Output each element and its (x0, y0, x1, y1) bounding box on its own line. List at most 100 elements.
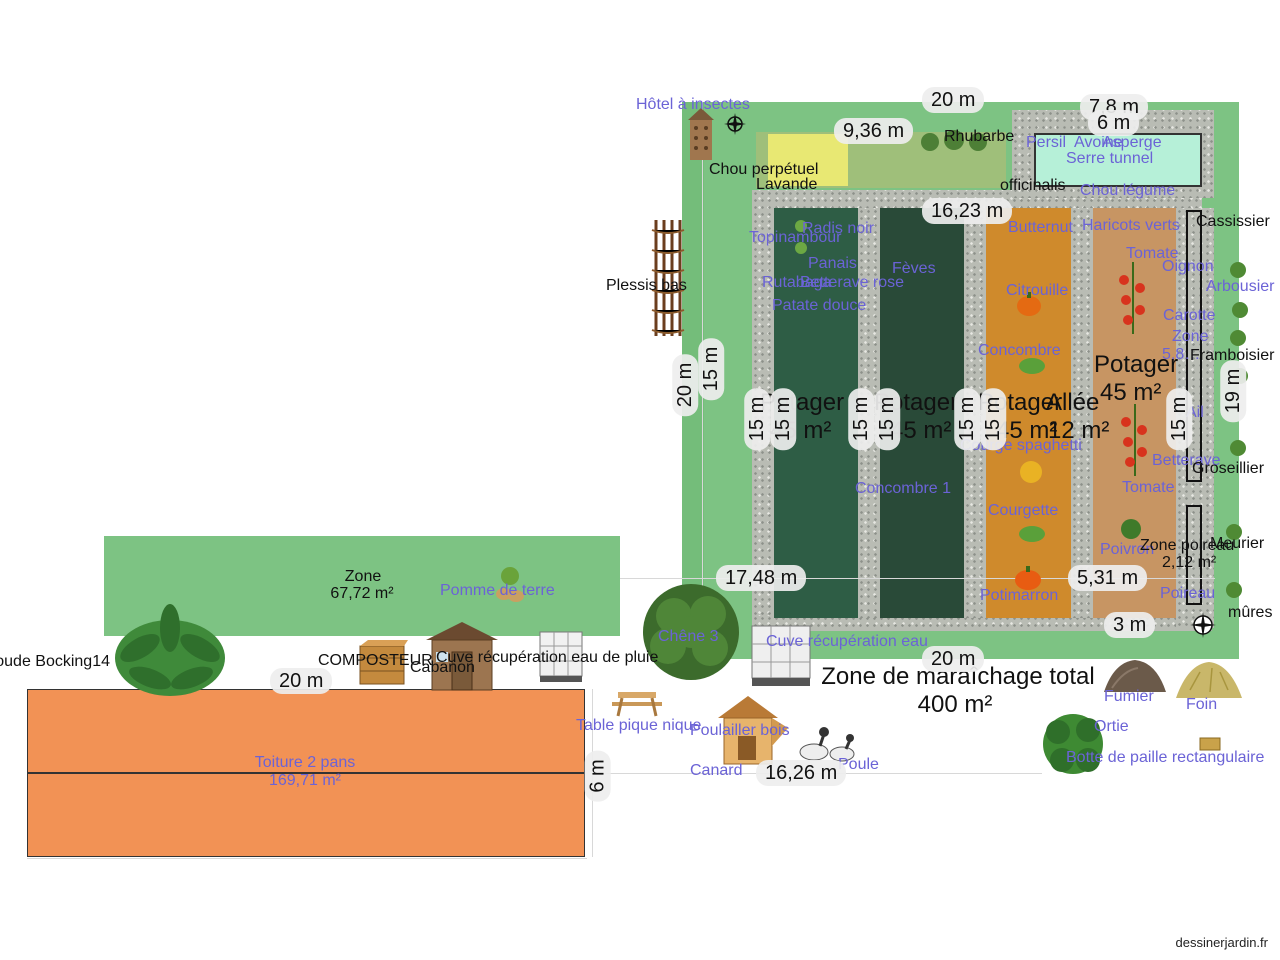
label-persil: Persil (1026, 134, 1067, 151)
dimline-bottom (620, 578, 1215, 579)
dim-roof-6[interactable]: 6 m (584, 750, 611, 802)
straw-bale-icon[interactable] (1199, 737, 1221, 751)
manure-icon[interactable] (1104, 658, 1166, 692)
label-poule: Poule (838, 756, 879, 773)
tree-icon[interactable] (638, 580, 744, 684)
dim-bottom-3[interactable]: 3 m (1104, 612, 1156, 638)
bench-icon[interactable] (612, 684, 662, 718)
label-mures: mûres (1228, 604, 1273, 621)
label-chou-perpetuel: Chou perpétuel (709, 161, 819, 178)
dim-v15-3[interactable]: 15 m (848, 387, 875, 451)
dim-v15-6[interactable]: 15 m (980, 387, 1007, 451)
plant-icon[interactable] (1226, 258, 1252, 468)
dim-duck-16-26[interactable]: 16,26 m (756, 760, 847, 786)
tomato-icon[interactable] (1110, 262, 1156, 334)
tank-icon[interactable] (538, 628, 584, 684)
allee-name: Allée (1046, 389, 1100, 416)
label-betterave-rose: Betterave rose (800, 274, 905, 291)
label-cuve-pluie: Cuve récupération eau de pluie (436, 649, 659, 666)
maraichage-area: 400 m² (917, 691, 993, 718)
coop-icon[interactable] (718, 696, 788, 768)
label-zone5-name: Zone (1172, 328, 1209, 345)
dim-right-19[interactable]: 19 m (1220, 359, 1247, 423)
label-compost: COMPOSTEUR (318, 652, 433, 669)
dim-bottom-5-31[interactable]: 5,31 m (1068, 565, 1148, 591)
fence-icon[interactable] (651, 220, 685, 336)
allee-area: 12 m² (1048, 417, 1110, 444)
zone-left[interactable] (104, 536, 620, 636)
dim-v15-7[interactable]: 15 m (1166, 387, 1193, 451)
gravel-path-bottom[interactable] (752, 615, 1212, 631)
label-framboisier: Framboisier (1190, 347, 1275, 364)
label-cuve-eau: Cuve récupération eau (766, 633, 928, 650)
label-table: Table pique nique (576, 717, 702, 734)
dim-top-6[interactable]: 6 m (1088, 110, 1140, 136)
dim-bottom-17-48[interactable]: 17,48 m (716, 565, 807, 591)
herb-yellow[interactable] (768, 134, 848, 186)
label-paille: Botte de paille rectangulaire (1066, 749, 1265, 766)
tank-icon-2[interactable] (750, 622, 812, 688)
zone-poireau[interactable] (1186, 505, 1202, 605)
dim-left-15[interactable]: 15 m (698, 337, 725, 401)
roof-name: Toiture 2 pans (254, 754, 356, 771)
roof-ridge (27, 772, 585, 774)
dim-mid-16-23[interactable]: 16,23 m (922, 198, 1013, 224)
gravel-path-right[interactable] (1176, 208, 1214, 628)
label-oignon: Oignon (1162, 258, 1214, 275)
squash-icon[interactable] (1018, 458, 1044, 484)
hay-icon[interactable] (1176, 660, 1242, 698)
dim-roof-20[interactable]: 20 m (270, 668, 333, 694)
nettle-icon[interactable] (1038, 706, 1108, 780)
plant-icon-5[interactable] (1018, 524, 1046, 544)
serre-tunnel[interactable] (1034, 133, 1202, 187)
dim-v15-2[interactable]: 15 m (770, 387, 797, 451)
label-cassissier: Cassissier (1196, 213, 1270, 230)
footer-brand[interactable]: dessinerjardin.fr (1175, 935, 1269, 950)
tomato-icon-2[interactable] (1112, 404, 1158, 476)
dim-v15-5[interactable]: 15 m (954, 387, 981, 451)
label-topinambour: Topinambour (749, 229, 842, 246)
plant-icon-3[interactable] (1118, 516, 1144, 542)
shed-icon[interactable] (426, 622, 498, 691)
label-poulailler: Poulailler bois (690, 722, 790, 739)
label-fumier: Fumier (1104, 688, 1154, 705)
label-cabanon: Cabanon (410, 659, 475, 676)
insect-hotel-icon[interactable] (688, 108, 714, 160)
label-tomate1: Tomate (1126, 245, 1179, 262)
label-chou-legume: Chou légume (1080, 182, 1176, 199)
label-zone5-area: 5,8… (1162, 346, 1201, 363)
plant-icon-4[interactable] (1018, 356, 1046, 376)
label-groseillier: Groseillier (1192, 460, 1265, 477)
plant-icon-6[interactable] (792, 218, 810, 258)
dim-top-9-36[interactable]: 9,36 m (834, 118, 914, 144)
dim-bottom-20[interactable]: 20 m (922, 646, 985, 672)
serre-label: Serre tunnel (1066, 150, 1154, 167)
label-feves: Fèves (892, 260, 936, 277)
label-chene: Chêne 3 (658, 628, 719, 645)
pumpkin-icon[interactable] (1016, 292, 1042, 316)
plant-icon-2[interactable] (1222, 520, 1246, 610)
pumpkin-icon-2[interactable] (1014, 566, 1042, 590)
crate-icon[interactable] (358, 638, 408, 686)
label-concombre: Concombre (978, 342, 1061, 359)
label-foin: Foin (1186, 696, 1218, 713)
gravel-path-mid3[interactable] (1071, 208, 1093, 618)
label-poireau: Poireau (1160, 585, 1216, 602)
label-radis: Radis noir (802, 220, 875, 237)
label-plessis: Plessis bas (606, 277, 687, 294)
dim-v15-1[interactable]: 15 m (744, 387, 771, 451)
dim-v15-4[interactable]: 15 m (874, 387, 901, 451)
label-betterave: Betterave (1152, 452, 1221, 469)
potato-icon[interactable] (492, 566, 528, 604)
label-rhubarbe: Rhubarbe (944, 128, 1015, 145)
compass-icon-2[interactable] (1190, 612, 1216, 638)
dim-left-20[interactable]: 20 m (672, 353, 699, 417)
roof-area: 169,71 m² (268, 772, 342, 789)
label-patate: Patate douce (772, 297, 867, 314)
shrub-icon[interactable] (110, 598, 230, 702)
compass-icon[interactable] (724, 113, 746, 135)
plant-icon-7[interactable] (920, 128, 990, 156)
dim-top-20[interactable]: 20 m (922, 87, 985, 113)
zone-left-area: 67,72 m² (330, 585, 394, 602)
zone-5[interactable] (1186, 210, 1202, 482)
